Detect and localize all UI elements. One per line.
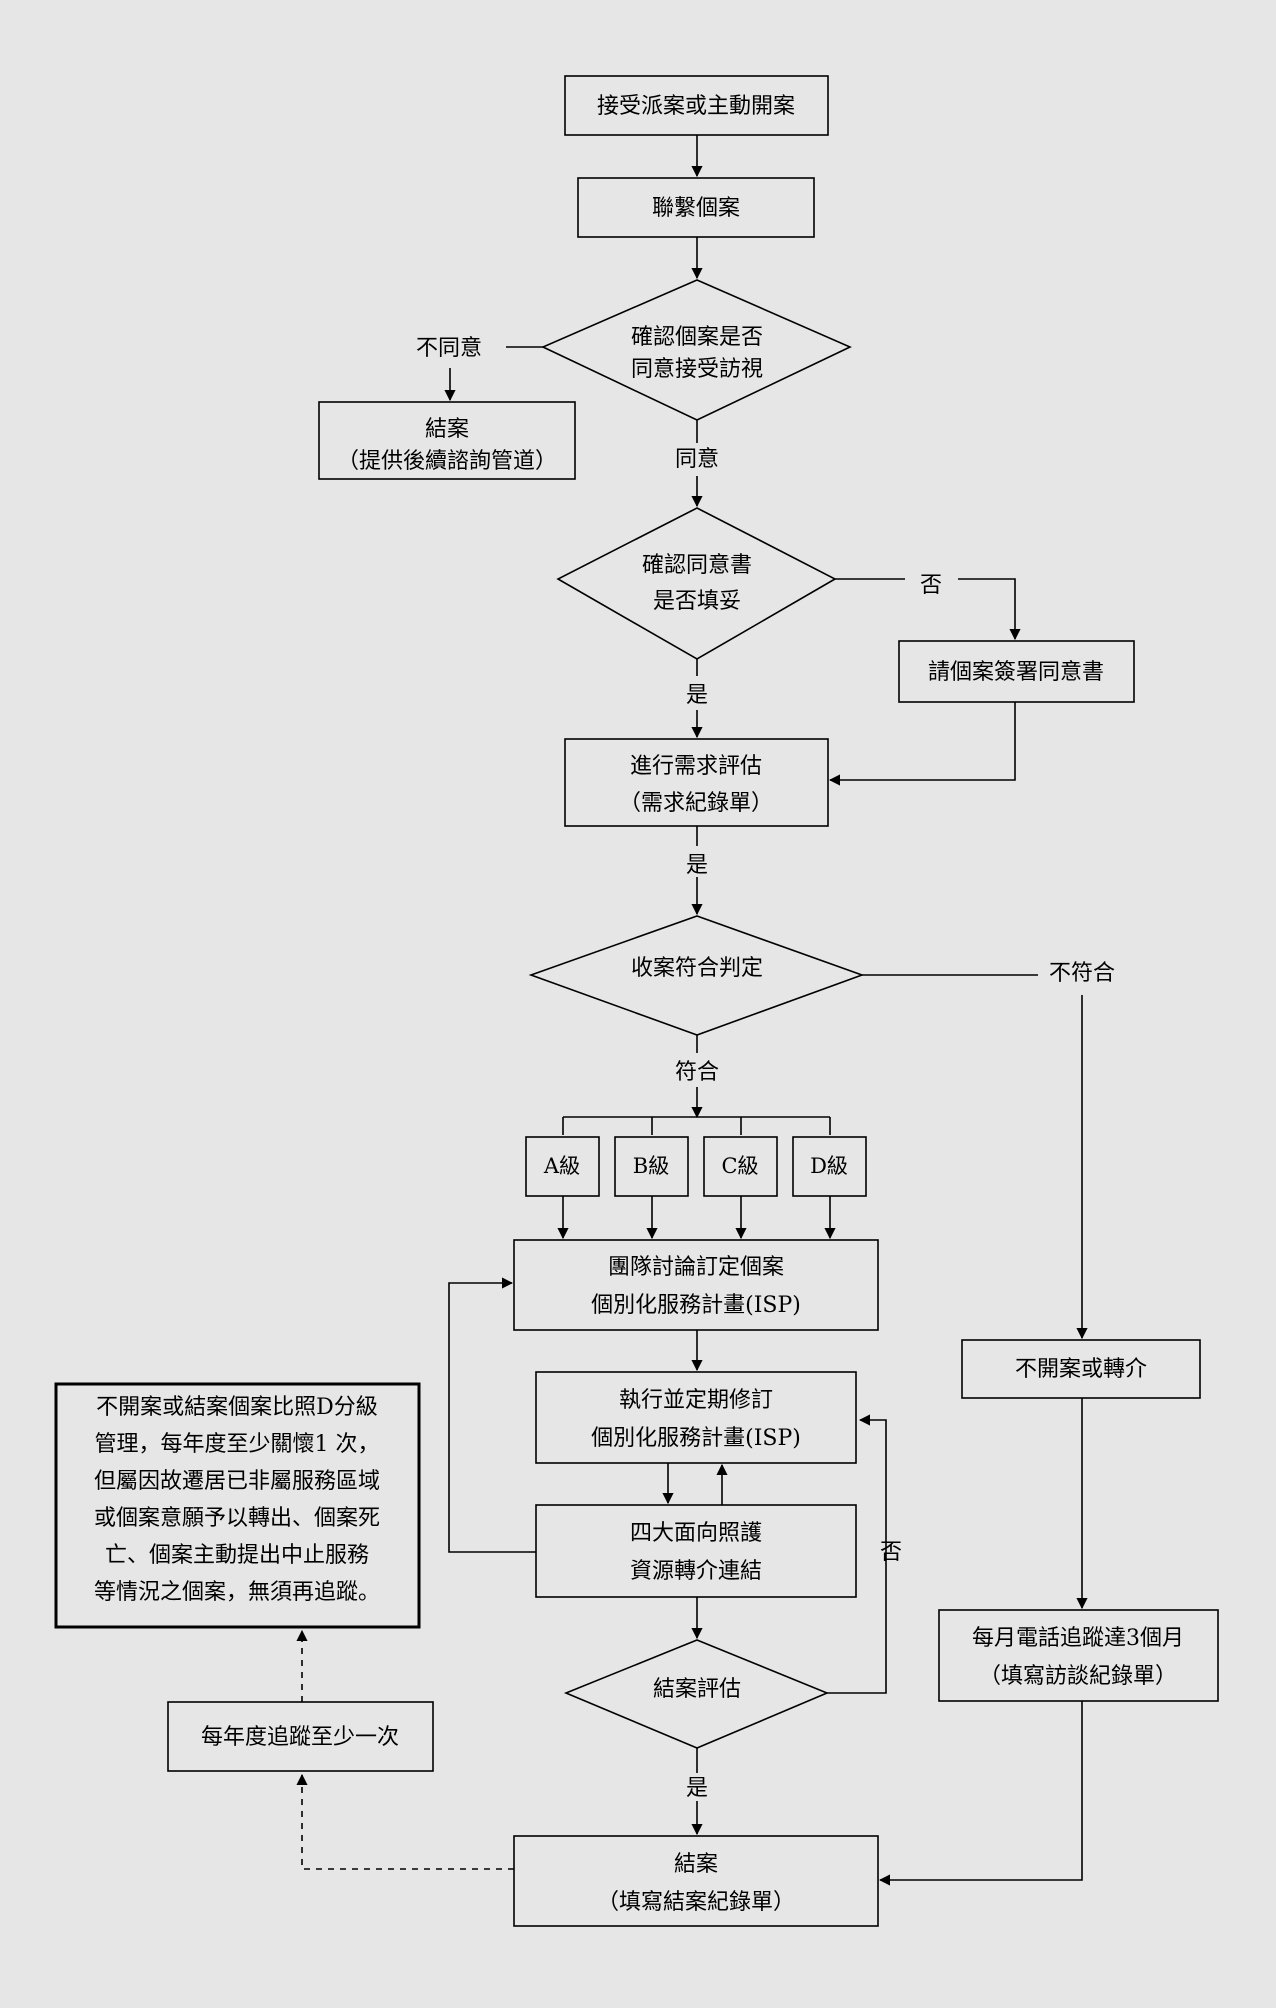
edge-label-disagree: 不同意 [416,336,482,361]
node-sign-consent-label: 請個案簽署同意書 [928,660,1104,685]
node-assess-line1: 進行需求評估 [630,754,762,779]
node-exec-isp-line1: 執行並定期修訂 [619,1388,773,1413]
node-phone-track-line1: 每月電話追蹤達3個月 [972,1626,1184,1651]
note-line-1: 不開案或結案個案比照D分級 [96,1395,378,1420]
node-yearly-track: 每年度追蹤至少一次 [167,1701,434,1772]
node-level-b-label: B級 [633,1154,669,1178]
arrow-close-yearly [296,1773,514,1870]
node-close-early: 結案 （提供後續諮詢管道） [318,401,576,480]
node-close-line2: （填寫結案紀錄單） [597,1890,795,1915]
node-close-early-line1: 結案 [425,417,469,442]
note-line-5: 亡、個案主動提出中止服務 [105,1543,369,1568]
note-line-6: 等情況之個案，無須再追蹤。 [94,1580,380,1605]
node-level-a: A級 [525,1136,600,1197]
decision-close-eval-label: 結案評估 [653,1677,741,1702]
node-no-open-label: 不開案或轉介 [1015,1357,1147,1382]
note-line-3: 但屬因故遷居已非屬服務區域 [94,1469,380,1494]
decision-close-eval: 結案評估 [563,1639,830,1749]
node-contact-label: 聯繫個案 [652,196,740,221]
node-exec-isp: 執行並定期修訂 個別化服務計畫(ISP) [535,1371,857,1464]
note-box: 不開案或結案個案比照D分級 管理，每年度至少關懷1 次， 但屬因故遷居已非屬服務… [54,1382,421,1629]
decision-confirm-visit-line2: 同意接受訪視 [631,357,763,382]
decision-confirm-consent-line2: 是否填妥 [653,589,741,614]
node-team-isp: 團隊討論訂定個案 個別化服務計畫(ISP) [513,1239,879,1331]
edge-label-eligible: 符合 [675,1060,719,1085]
edge-label-yes-close: 是 [686,1776,708,1801]
arrow-sign-assess [828,702,1016,786]
arrow-care-team-loop [448,1277,536,1553]
node-assess: 進行需求評估 （需求紀錄單） [564,738,829,827]
edge-label-yes-assess: 是 [686,853,708,878]
node-phone-track: 每月電話追蹤達3個月 （填寫訪談紀錄單） [938,1609,1219,1702]
node-close: 結案 （填寫結案紀錄單） [513,1835,879,1927]
node-sign-consent: 請個案簽署同意書 [898,640,1135,703]
node-care-link-line2: 資源轉介連結 [630,1559,762,1584]
edge-label-agree: 同意 [675,447,719,472]
decision-confirm-visit-line1: 確認個案是否 [631,325,763,350]
note-line-2: 管理，每年度至少關懷1 次， [95,1432,380,1457]
edge-label-no-consent: 否 [920,573,942,598]
edge-label-not-eligible: 不符合 [1049,961,1115,986]
arrow-phone-close [878,1701,1083,1886]
node-care-link-line1: 四大面向照護 [630,1521,762,1546]
edge-label-yes-consent: 是 [686,683,708,708]
node-level-b: B級 [614,1136,689,1197]
decision-eligibility: 收案符合判定 [528,915,865,1036]
note-line-4: 或個案意願予以轉出、個案死 [94,1506,380,1531]
node-exec-isp-line2: 個別化服務計畫(ISP) [591,1426,801,1451]
node-care-link: 四大面向照護 資源轉介連結 [535,1504,857,1598]
edge-label-no-close: 否 [880,1540,902,1565]
node-close-early-line2: （提供後續諮詢管道） [337,449,557,474]
arrow-no-consent-sign [958,578,1021,641]
connectors [296,135,1088,1886]
node-yearly-track-label: 每年度追蹤至少一次 [201,1725,399,1750]
node-close-line1: 結案 [674,1852,718,1877]
node-start-label: 接受派案或主動開案 [597,94,795,119]
node-level-d: D級 [792,1136,867,1197]
decision-eligibility-label: 收案符合判定 [631,956,763,981]
arrow-eval-no-exec [827,1414,887,1694]
node-level-a-label: A級 [543,1154,580,1178]
decision-confirm-visit: 確認個案是否 同意接受訪視 [541,279,852,421]
node-contact: 聯繫個案 [577,177,815,238]
node-team-isp-line2: 個別化服務計畫(ISP) [591,1293,801,1318]
node-assess-line2: （需求紀錄單） [619,791,773,816]
decision-confirm-consent-line1: 確認同意書 [642,553,752,578]
node-level-c: C級 [703,1136,778,1197]
node-team-isp-line1: 團隊討論訂定個案 [608,1255,784,1280]
node-start: 接受派案或主動開案 [564,75,829,136]
node-level-c-label: C級 [721,1154,758,1178]
node-no-open: 不開案或轉介 [961,1339,1201,1399]
node-phone-track-line2: （填寫訪談紀錄單） [979,1664,1177,1689]
decision-confirm-consent: 確認同意書 是否填妥 [556,507,837,660]
node-level-d-label: D級 [810,1154,848,1178]
